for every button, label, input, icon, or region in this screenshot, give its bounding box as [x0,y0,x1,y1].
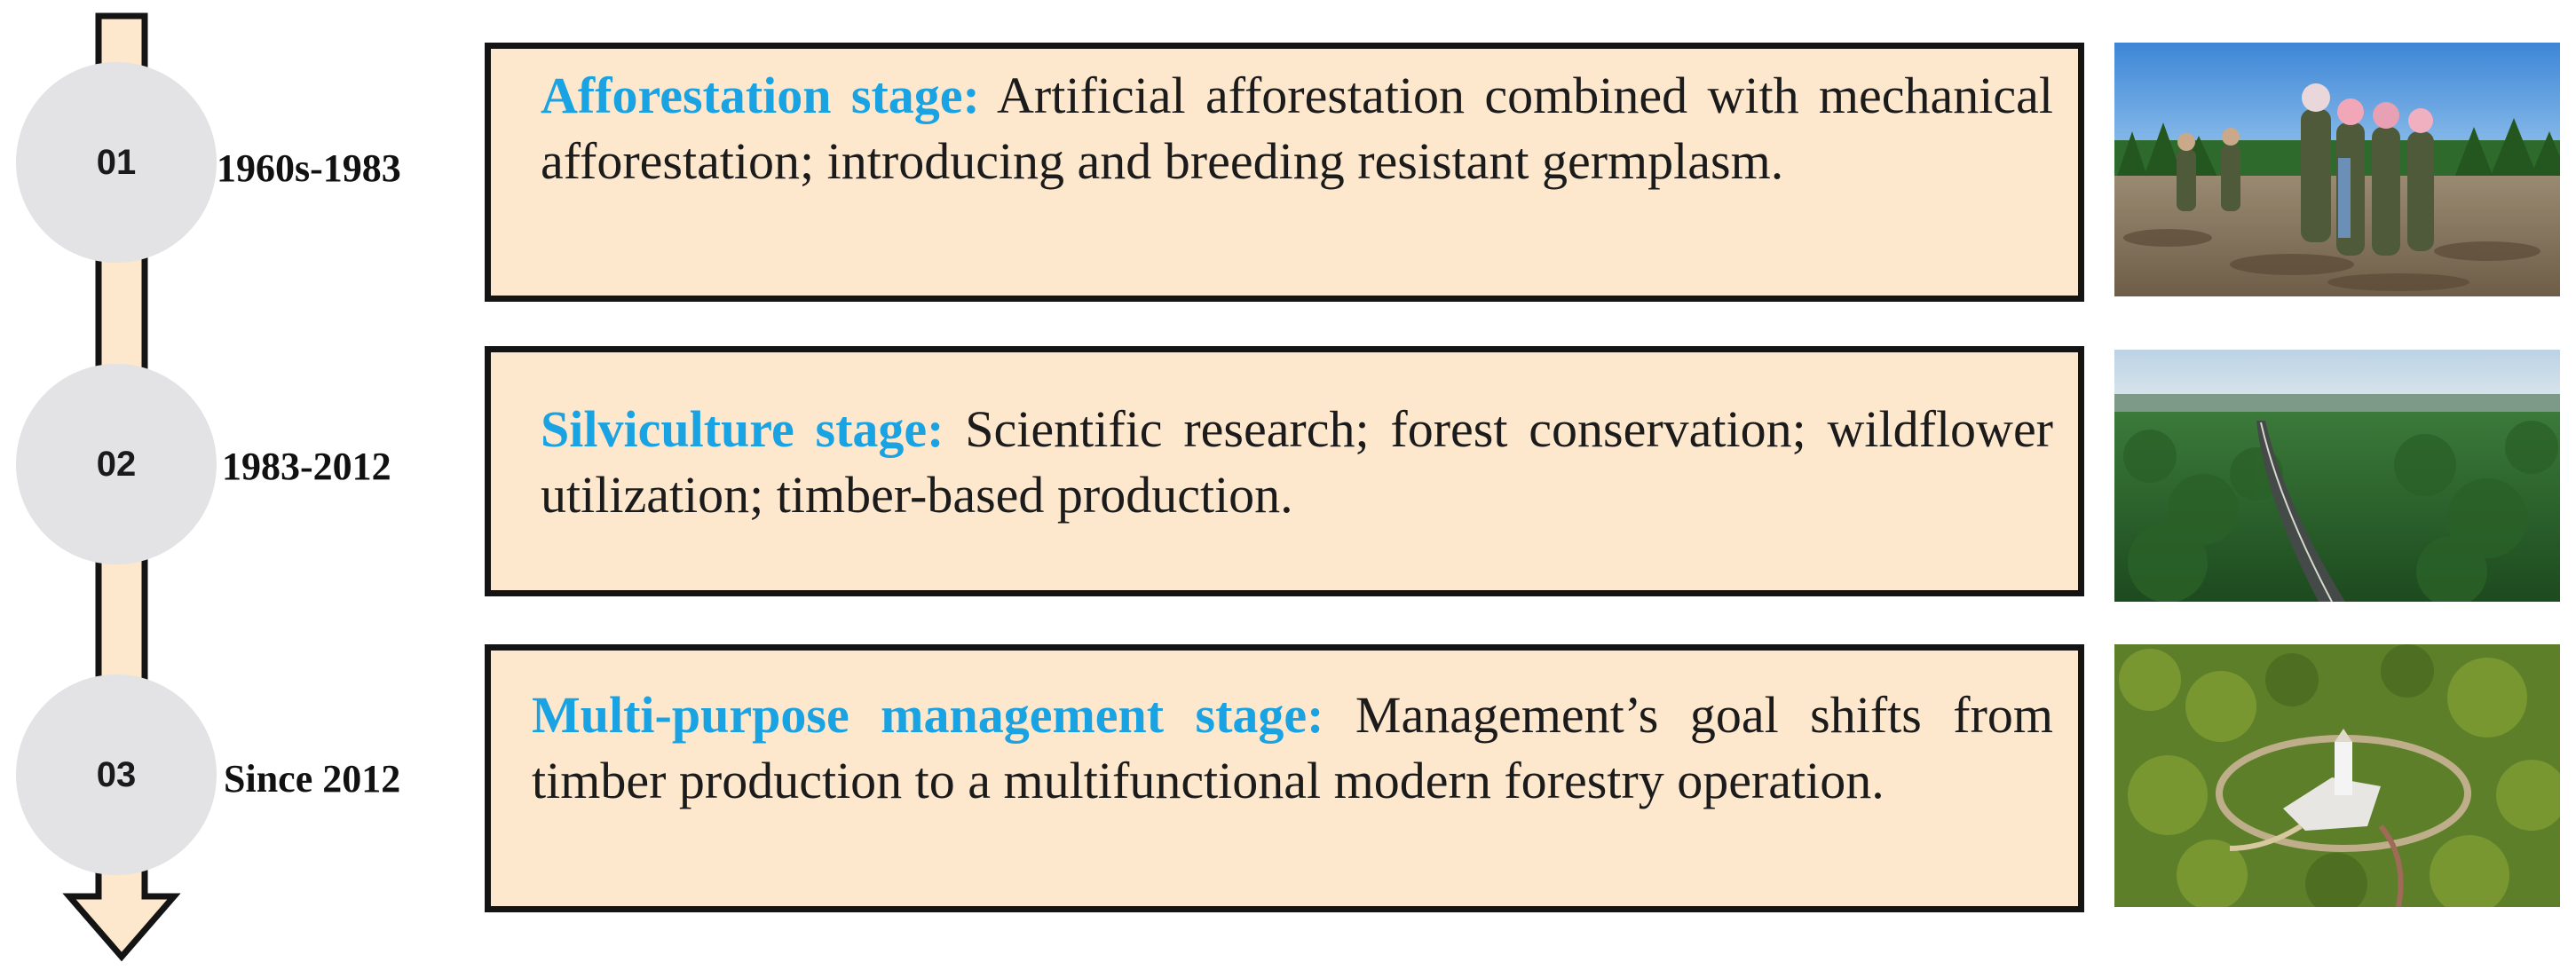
stage-number-circle: 02 [16,364,217,564]
stage-description-box: Multi-purpose management stage: Manageme… [485,644,2084,912]
stage-photo-multipurpose [2114,644,2560,907]
stage-number: 03 [96,754,137,794]
stage-number-circle: 01 [16,62,217,263]
stage-number: 01 [96,142,137,182]
stage-number-circle: 03 [16,674,217,875]
stage-photo-silviculture [2114,350,2560,602]
stage-title: Multi-purpose management stage: [532,686,1324,744]
stage-description: Scientific research; forest conservation… [541,400,2053,524]
stage-description-box: Silviculture stage: Scientific research;… [485,346,2084,596]
stage-description: Artificial afforestation combined with m… [541,67,2053,190]
stage-description-box: Afforestation stage: Artificial afforest… [485,43,2084,302]
stage-description: Management’s goal shifts from timber pro… [532,686,2054,809]
stage-title: Silviculture stage: [541,400,944,458]
stage-period: 1983-2012 [222,445,391,488]
stage-title: Afforestation stage: [541,67,980,124]
stage-photo-afforestation [2114,43,2560,296]
stage-period: 1960s-1983 [217,146,401,190]
stage-number: 02 [96,444,137,484]
stage-period: Since 2012 [224,757,401,801]
